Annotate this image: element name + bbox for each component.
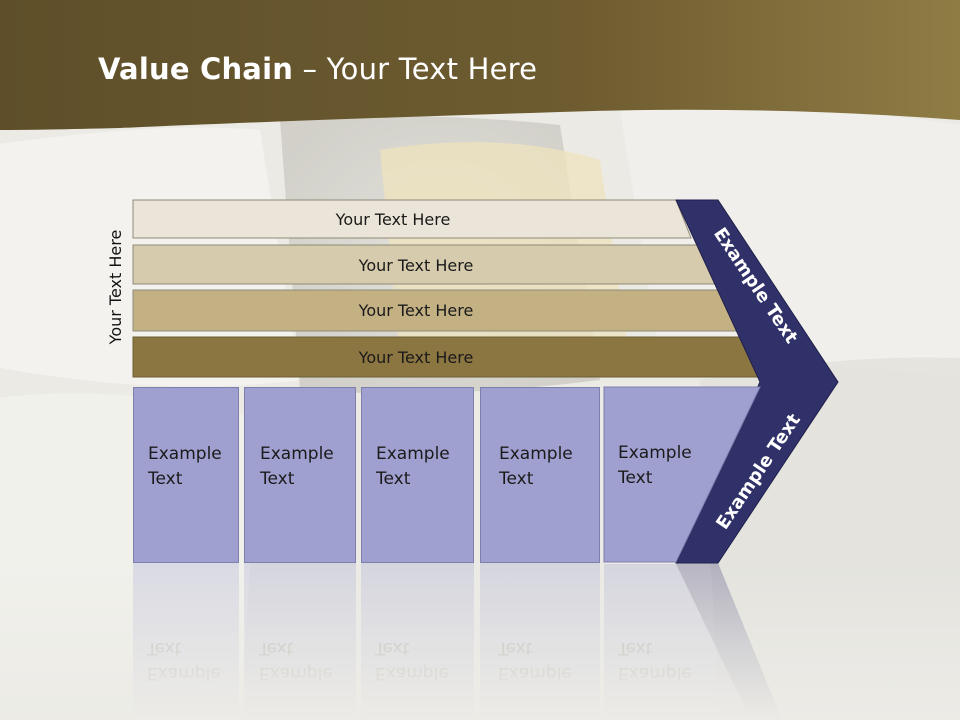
- band-2-label: Your Text Here: [358, 255, 474, 275]
- column-2-line1: Example: [260, 444, 334, 464]
- column-5-line1: Example: [618, 443, 692, 463]
- band-2: Your Text Here: [133, 246, 699, 284]
- band-3: Your Text Here: [133, 291, 699, 329]
- reflection-fade: [0, 563, 960, 720]
- title-bold: Value Chain: [98, 52, 294, 86]
- column-4-line2: Text: [499, 469, 534, 489]
- column-5-shape: [603, 386, 761, 563]
- column-3-line1: Example: [376, 444, 450, 464]
- column-3-line2: Text: [376, 469, 411, 489]
- column-2: Example Text: [244, 387, 356, 563]
- band-1: Your Text Here: [133, 200, 653, 238]
- column-5-line2: Text: [618, 468, 653, 488]
- column-5: Example Text: [604, 387, 704, 563]
- column-4: Example Text: [480, 387, 600, 563]
- column-3: Example Text: [361, 387, 474, 563]
- slide-title: Value Chain – Your Text Here: [98, 52, 537, 86]
- title-rest: – Your Text Here: [293, 52, 538, 86]
- column-1-line2: Text: [148, 469, 183, 489]
- column-1: Example Text: [133, 387, 239, 563]
- band-shape-1: [132, 199, 692, 239]
- band-4: Your Text Here: [133, 338, 699, 376]
- band-4-label: Your Text Here: [358, 347, 474, 367]
- band-1-label: Your Text Here: [335, 209, 451, 229]
- column-1-line1: Example: [148, 444, 222, 464]
- column-4-line1: Example: [499, 444, 573, 464]
- column-2-line2: Text: [260, 469, 295, 489]
- band-3-label: Your Text Here: [358, 300, 474, 320]
